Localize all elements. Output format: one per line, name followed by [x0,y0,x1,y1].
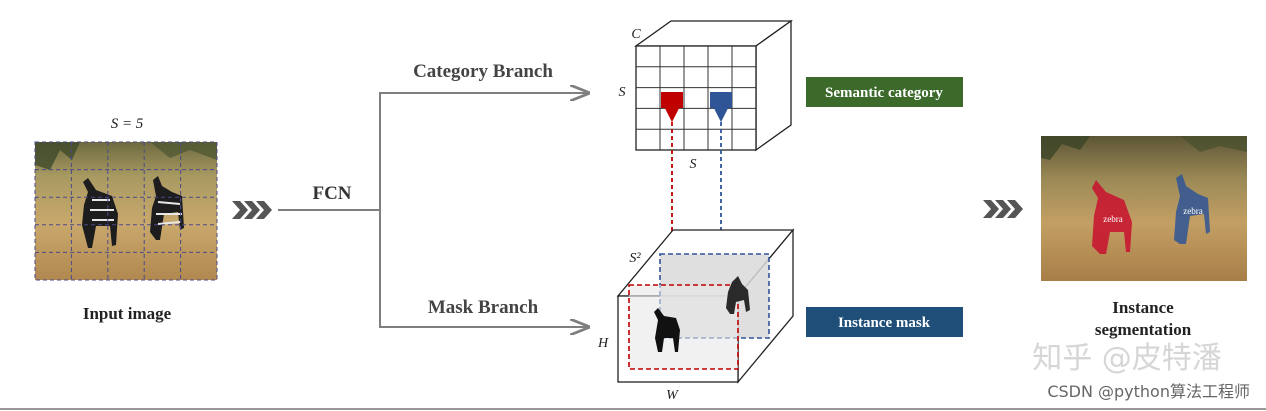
zebra-left-icon [82,178,118,248]
chevron-arrow-icon [232,201,272,219]
dim-label-s-side: S [619,85,626,100]
mask-cube [616,228,795,384]
grid-size-label: S = 5 [111,116,144,132]
dim-label-s2: S² [629,251,641,266]
input-image-caption: Input image [83,304,172,323]
zebra-label-red: zebra [1103,214,1122,224]
output-caption-line2: segmentation [1095,320,1192,339]
category-cell-blue [710,92,732,108]
zebra-red-mask [1092,180,1132,254]
zebra-blue-mask [1174,174,1210,244]
dim-label-c: C [631,27,641,42]
category-branch-arrow [379,93,588,210]
llama-silhouette-icon [654,308,680,352]
fcn-label: FCN [312,183,351,204]
output-image [1041,136,1247,281]
instance-mask-box [806,307,963,337]
category-branch-label: Category Branch [413,61,553,82]
mask-branch-arrow [379,210,588,327]
zhihu-watermark: 知乎 @皮特潘 [1032,341,1222,376]
semantic-category-label: Semantic category [825,85,943,101]
input-image [34,141,218,281]
output-caption-line1: Instance [1112,298,1174,317]
zebra-label-blue: zebra [1183,206,1202,216]
semantic-category-box [806,77,963,107]
dim-label-w: W [666,388,679,403]
csdn-watermark: CSDN @python算法工程师 [1047,382,1250,401]
mask-branch-label: Mask Branch [428,297,539,318]
dim-label-h: H [597,336,609,351]
category-grid-cube [633,19,794,152]
instance-mask-label: Instance mask [838,315,931,331]
category-cell-red [661,92,683,108]
dim-label-s-bottom: S [690,157,697,172]
chevron-arrow-icon-2 [983,200,1023,218]
llama-silhouette-icon-back [726,276,750,314]
zebra-right-icon [150,176,184,240]
